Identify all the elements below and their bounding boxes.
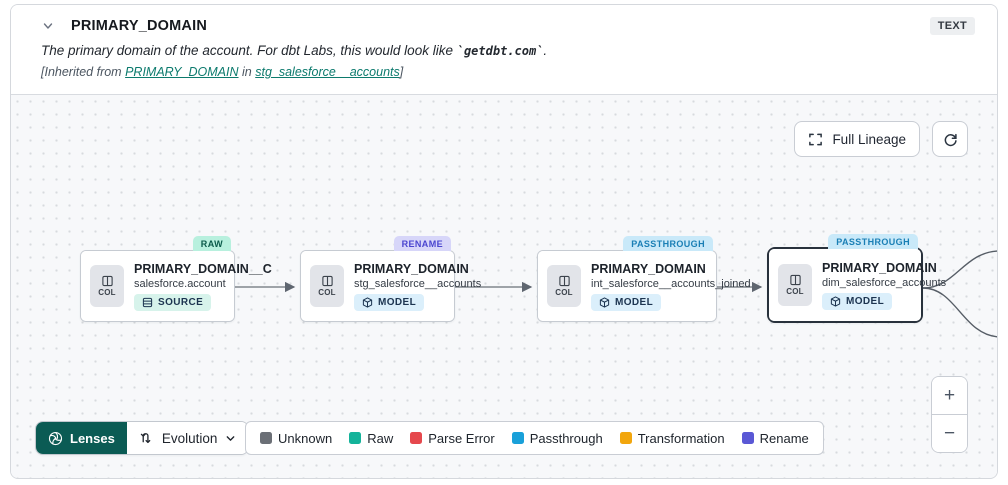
column-lineage-panel: PRIMARY_DOMAIN TEXT The primary domain o…: [10, 4, 998, 479]
legend-item-unknown: Unknown: [260, 431, 332, 446]
legend-item-passthrough: Passthrough: [511, 431, 603, 446]
node-model-name: stg_salesforce__accounts: [354, 277, 482, 290]
resource-type-badge: MODEL: [354, 293, 425, 311]
lenses-label: Lenses: [70, 430, 115, 446]
node-model-name: int_salesforce__accounts_joined: [591, 277, 751, 290]
legend-swatch: [349, 432, 362, 444]
node-model-name: dim_salesforce_accounts: [822, 276, 947, 289]
lenses-button[interactable]: Lenses: [36, 422, 127, 454]
zoom-controls: + −: [931, 376, 968, 453]
model-cube-icon: [599, 296, 610, 308]
resource-type-badge: MODEL: [591, 293, 662, 311]
legend-swatch: [410, 432, 423, 444]
inherited-column-link[interactable]: PRIMARY_DOMAIN: [125, 65, 239, 79]
aperture-icon: [48, 431, 63, 446]
column-header: PRIMARY_DOMAIN TEXT The primary domain o…: [11, 5, 997, 95]
column-title: PRIMARY_DOMAIN: [71, 18, 207, 34]
inline-code: `getdbt.com`: [456, 44, 544, 58]
collapse-chevron-icon[interactable]: [39, 17, 57, 35]
lens-selector-dropdown[interactable]: Evolution: [126, 422, 249, 454]
column-icon: COL: [547, 265, 581, 307]
zoom-out-button[interactable]: −: [932, 415, 967, 452]
legend-swatch: [619, 432, 632, 444]
lineage-canvas[interactable]: Full Lineage RAW COL PRIMARY_DOMAIN__C: [11, 95, 997, 478]
legend-item-rename: Rename: [741, 431, 809, 446]
lineage-node-stg-salesforce-accounts[interactable]: RENAME COL PRIMARY_DOMAIN stg_salesforce…: [300, 236, 482, 322]
node-column-name: PRIMARY_DOMAIN: [354, 261, 469, 276]
legend-swatch: [741, 432, 754, 444]
node-column-name: PRIMARY_DOMAIN: [822, 260, 937, 275]
zoom-in-button[interactable]: +: [932, 377, 967, 414]
legend-swatch: [260, 432, 272, 444]
refresh-icon: [942, 131, 959, 148]
evolution-route-icon: [139, 430, 154, 446]
resource-type-badge: SOURCE: [134, 293, 212, 311]
chevron-down-icon: [225, 433, 236, 444]
zoom-divider: [932, 414, 967, 415]
full-lineage-button[interactable]: Full Lineage: [794, 121, 920, 157]
node-column-name: PRIMARY_DOMAIN: [591, 261, 706, 276]
edge-type-legend: Unknown Raw Parse Error Passthrough Tran…: [245, 421, 824, 455]
lineage-node-dim-salesforce-accounts[interactable]: PASSTHROUGH COL PRIMARY_DOMAIN dim_sales…: [767, 234, 947, 323]
lineage-node-salesforce-account[interactable]: RAW COL PRIMARY_DOMAIN__C salesforce.acc…: [80, 236, 272, 322]
column-description: The primary domain of the account. For d…: [41, 43, 548, 58]
node-column-name: PRIMARY_DOMAIN__C: [134, 261, 272, 276]
lens-control-group: Lenses Evolution: [35, 421, 250, 455]
lineage-node-int-salesforce-accounts-joined[interactable]: PASSTHROUGH COL PRIMARY_DOMAIN int_sales…: [537, 236, 751, 322]
legend-item-transformation: Transformation: [619, 431, 725, 446]
selected-lens-label: Evolution: [161, 430, 218, 446]
inherited-model-link[interactable]: stg_salesforce__accounts: [255, 65, 400, 79]
model-cube-icon: [362, 296, 373, 308]
resource-type-badge: MODEL: [822, 292, 893, 310]
legend-item-raw: Raw: [349, 431, 393, 446]
column-icon: COL: [90, 265, 124, 307]
legend-item-parse-error: Parse Error: [410, 431, 495, 446]
refresh-button[interactable]: [932, 121, 968, 157]
fullscreen-icon: [808, 132, 823, 147]
column-type-badge: TEXT: [929, 17, 975, 35]
column-icon: COL: [310, 265, 344, 307]
model-cube-icon: [830, 295, 841, 307]
legend-swatch: [511, 432, 524, 444]
node-model-name: salesforce.account: [134, 277, 226, 290]
source-icon: [142, 297, 153, 308]
inherited-from-note: [Inherited from PRIMARY_DOMAIN in stg_sa…: [41, 65, 404, 79]
full-lineage-label: Full Lineage: [832, 131, 906, 147]
column-icon: COL: [778, 264, 812, 306]
